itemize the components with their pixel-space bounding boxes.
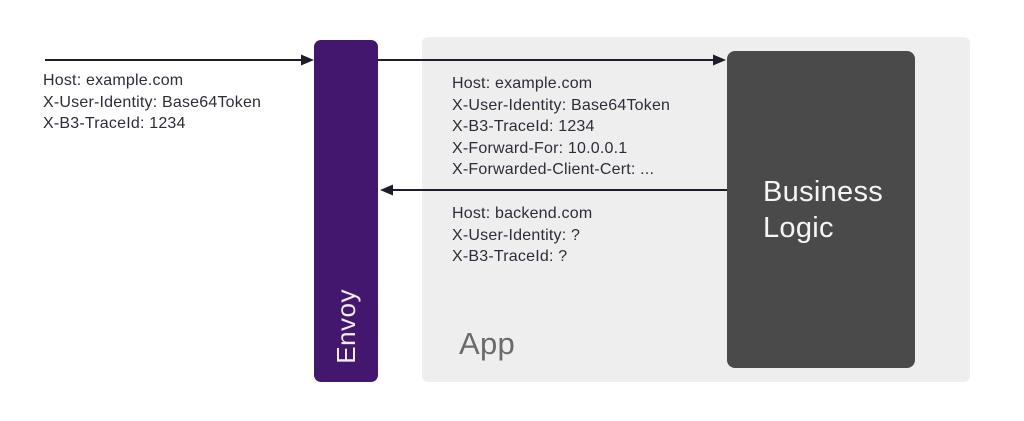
client-to-envoy-arrow <box>45 54 314 66</box>
app-label: App <box>459 326 516 361</box>
business-logic-box: Business Logic <box>727 51 915 368</box>
header-line: X-B3-TraceId: 1234 <box>43 115 186 132</box>
envoy-proxy-box: Envoy <box>314 40 378 382</box>
header-line: X-User-Identity: Base64Token <box>43 93 262 111</box>
header-line: Host: example.com <box>43 72 184 89</box>
header-line: X-Forwarded-Client-Cert: ... <box>452 161 655 178</box>
header-line: X-Forward-For: 10.0.0.1 <box>452 139 628 157</box>
header-line: Host: backend.com <box>452 205 593 222</box>
header-line: X-User-Identity: Base64Token <box>452 96 671 114</box>
header-line: Host: example.com <box>452 75 593 92</box>
envoy-label: Envoy <box>330 289 361 364</box>
header-line: X-B3-TraceId: ? <box>452 248 568 265</box>
arrowhead-right-icon <box>301 54 314 66</box>
backend-response-headers: Host: backend.com X-User-Identity: ? X-B… <box>452 203 592 268</box>
header-line: X-B3-TraceId: 1234 <box>452 118 595 135</box>
arrowhead-left-icon <box>380 184 393 196</box>
proxied-request-headers: Host: example.com X-User-Identity: Base6… <box>452 73 670 181</box>
business-logic-label: Business Logic <box>763 175 884 244</box>
header-line: X-User-Identity: ? <box>452 226 581 244</box>
client-request-headers: Host: example.com X-User-Identity: Base6… <box>43 70 261 135</box>
app-container-box: Host: example.com X-User-Identity: Base6… <box>422 37 970 382</box>
